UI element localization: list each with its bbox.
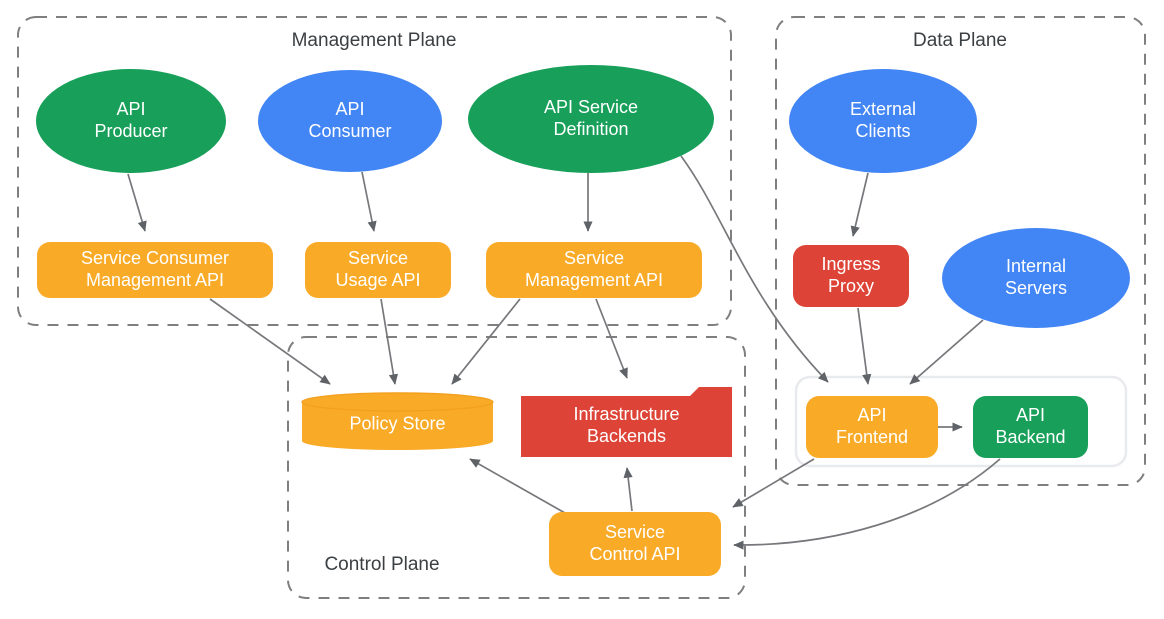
group-box-control-plane xyxy=(287,336,746,599)
edge-api-service-definition-to-api-frontend xyxy=(680,155,829,383)
edge-service-control-api-to-infrastructure-backends xyxy=(623,467,633,512)
group-label-management-plane: Management Plane xyxy=(292,30,457,51)
node-shape-ellipse-external-clients xyxy=(789,69,977,173)
node-policy-store[interactable]: Policy Store xyxy=(301,392,494,450)
node-shape-rounded-rect-service-control-api xyxy=(549,512,721,576)
edge-service-consumer-management-api-to-policy-store xyxy=(209,298,331,385)
node-shape-ellipse-api-service-definition xyxy=(468,65,714,173)
edge-service-management-api-to-infrastructure-backends xyxy=(595,298,628,379)
group-label-data-plane: Data Plane xyxy=(913,30,1007,51)
edge-service-usage-api-to-policy-store xyxy=(380,298,399,385)
group-label-control-plane: Control Plane xyxy=(324,554,439,575)
group-box-data-plane xyxy=(775,16,1146,486)
plane-group-boxes xyxy=(17,16,1146,599)
edge-service-management-api-to-policy-store xyxy=(451,298,521,385)
node-shape-ellipse-internal-servers xyxy=(942,228,1130,328)
node-shape-rounded-rect-service-consumer-management-api xyxy=(37,242,273,298)
node-shape-ellipse-api-producer xyxy=(36,69,226,173)
edge-api-producer-to-service-consumer-management-api xyxy=(127,173,147,232)
node-shape-rounded-rect-ingress-proxy xyxy=(793,245,909,307)
edge-paths xyxy=(127,155,1001,550)
edge-ingress-proxy-to-api-frontend xyxy=(857,307,872,385)
node-shape-ellipse-api-consumer xyxy=(258,70,442,172)
edge-service-control-api-to-policy-store xyxy=(469,458,566,514)
group-box-management-plane xyxy=(17,16,732,326)
edge-external-clients-to-ingress-proxy xyxy=(850,172,869,237)
edge-api-backend-to-service-control-api xyxy=(733,458,1001,550)
edge-api-consumer-to-service-usage-api xyxy=(361,171,377,232)
node-shape-rounded-rect-api-backend xyxy=(973,396,1088,458)
node-shape-cylinder-top-policy-store xyxy=(301,392,494,412)
node-shape-cylinder-body-policy-store xyxy=(302,402,493,450)
node-shape-rounded-rect-service-management-api xyxy=(486,242,702,298)
node-shape-folder-infrastructure-backends xyxy=(521,387,732,457)
edge-api-frontend-to-service-control-api xyxy=(732,458,815,508)
node-shape-rounded-rect-service-usage-api xyxy=(305,242,451,298)
node-shape-rounded-rect-api-frontend xyxy=(806,396,938,458)
edge-internal-servers-to-api-frontend xyxy=(909,319,984,385)
node-label-policy-store: Policy Store xyxy=(349,413,445,433)
